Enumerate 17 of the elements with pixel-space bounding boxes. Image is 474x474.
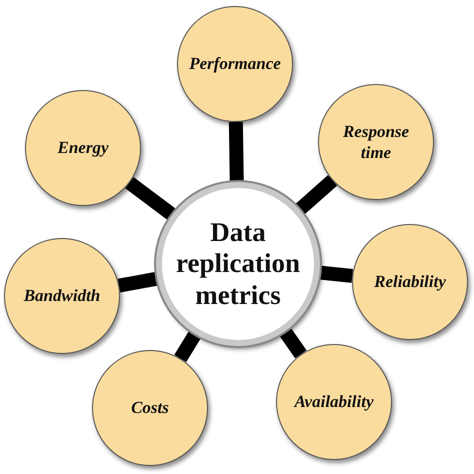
- connector: [125, 177, 177, 220]
- connector: [174, 330, 202, 362]
- metric-label: Reliability: [374, 271, 446, 293]
- connector: [279, 327, 307, 358]
- metric-label: Energy: [58, 137, 108, 159]
- metric-label: Bandwidth: [24, 285, 100, 307]
- metric-circle: [276, 344, 392, 460]
- metric-label: Response time: [342, 120, 410, 164]
- connector: [318, 266, 354, 283]
- metric-circle: [92, 350, 208, 466]
- connector: [294, 175, 338, 215]
- connector: [118, 272, 159, 292]
- metric-label: Availability: [294, 391, 374, 413]
- hub-title: Data replication metrics: [175, 217, 301, 311]
- metric-label: Costs: [131, 397, 169, 419]
- metric-label: Performance: [189, 53, 281, 75]
- connector: [228, 122, 244, 182]
